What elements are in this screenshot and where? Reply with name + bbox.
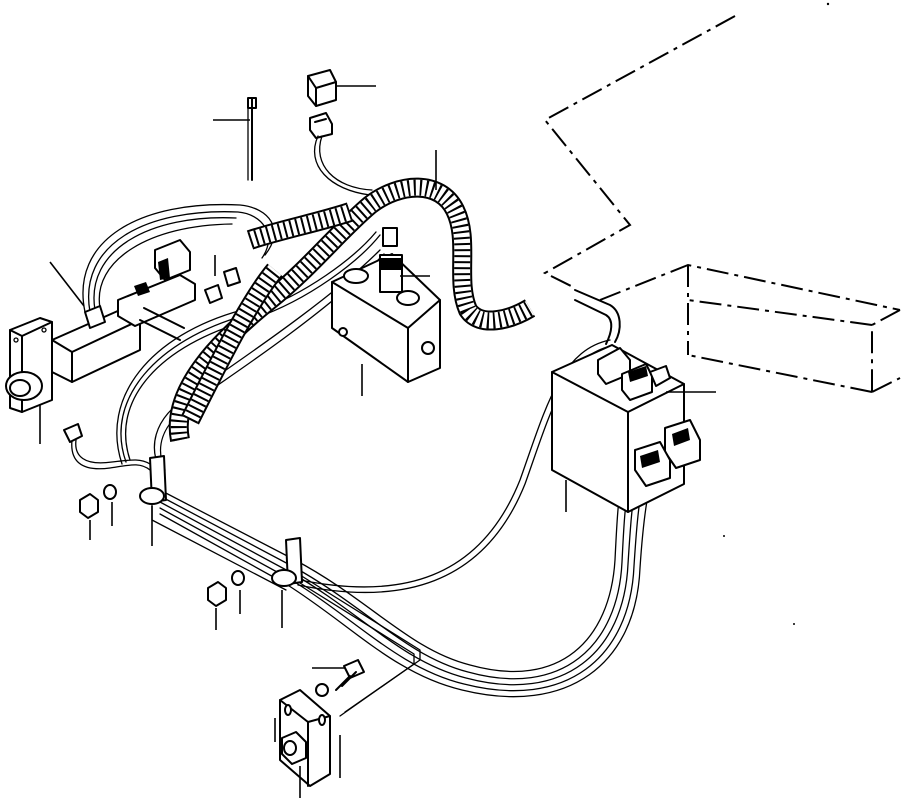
brake-valve-block [331,227,441,396]
harness-clamp-lower [271,537,303,628]
nut-upper [79,493,99,540]
nut-lower [207,581,227,630]
connector-plug [307,69,337,139]
washer-lower [231,570,245,614]
bolt [312,659,365,691]
harness-clamp-upper [139,455,167,546]
leader-lines [213,85,437,190]
coiled-hose-harness [168,177,536,442]
frame-outline-dashed [542,15,736,289]
cable-tie [247,97,257,181]
stray-marks [723,2,830,625]
master-cylinder [5,239,241,444]
switch [281,731,307,798]
frame-box-dashed [599,263,901,393]
solenoid-valve-block [551,344,716,513]
washer-upper [103,484,117,526]
washer-bracket [315,683,329,697]
